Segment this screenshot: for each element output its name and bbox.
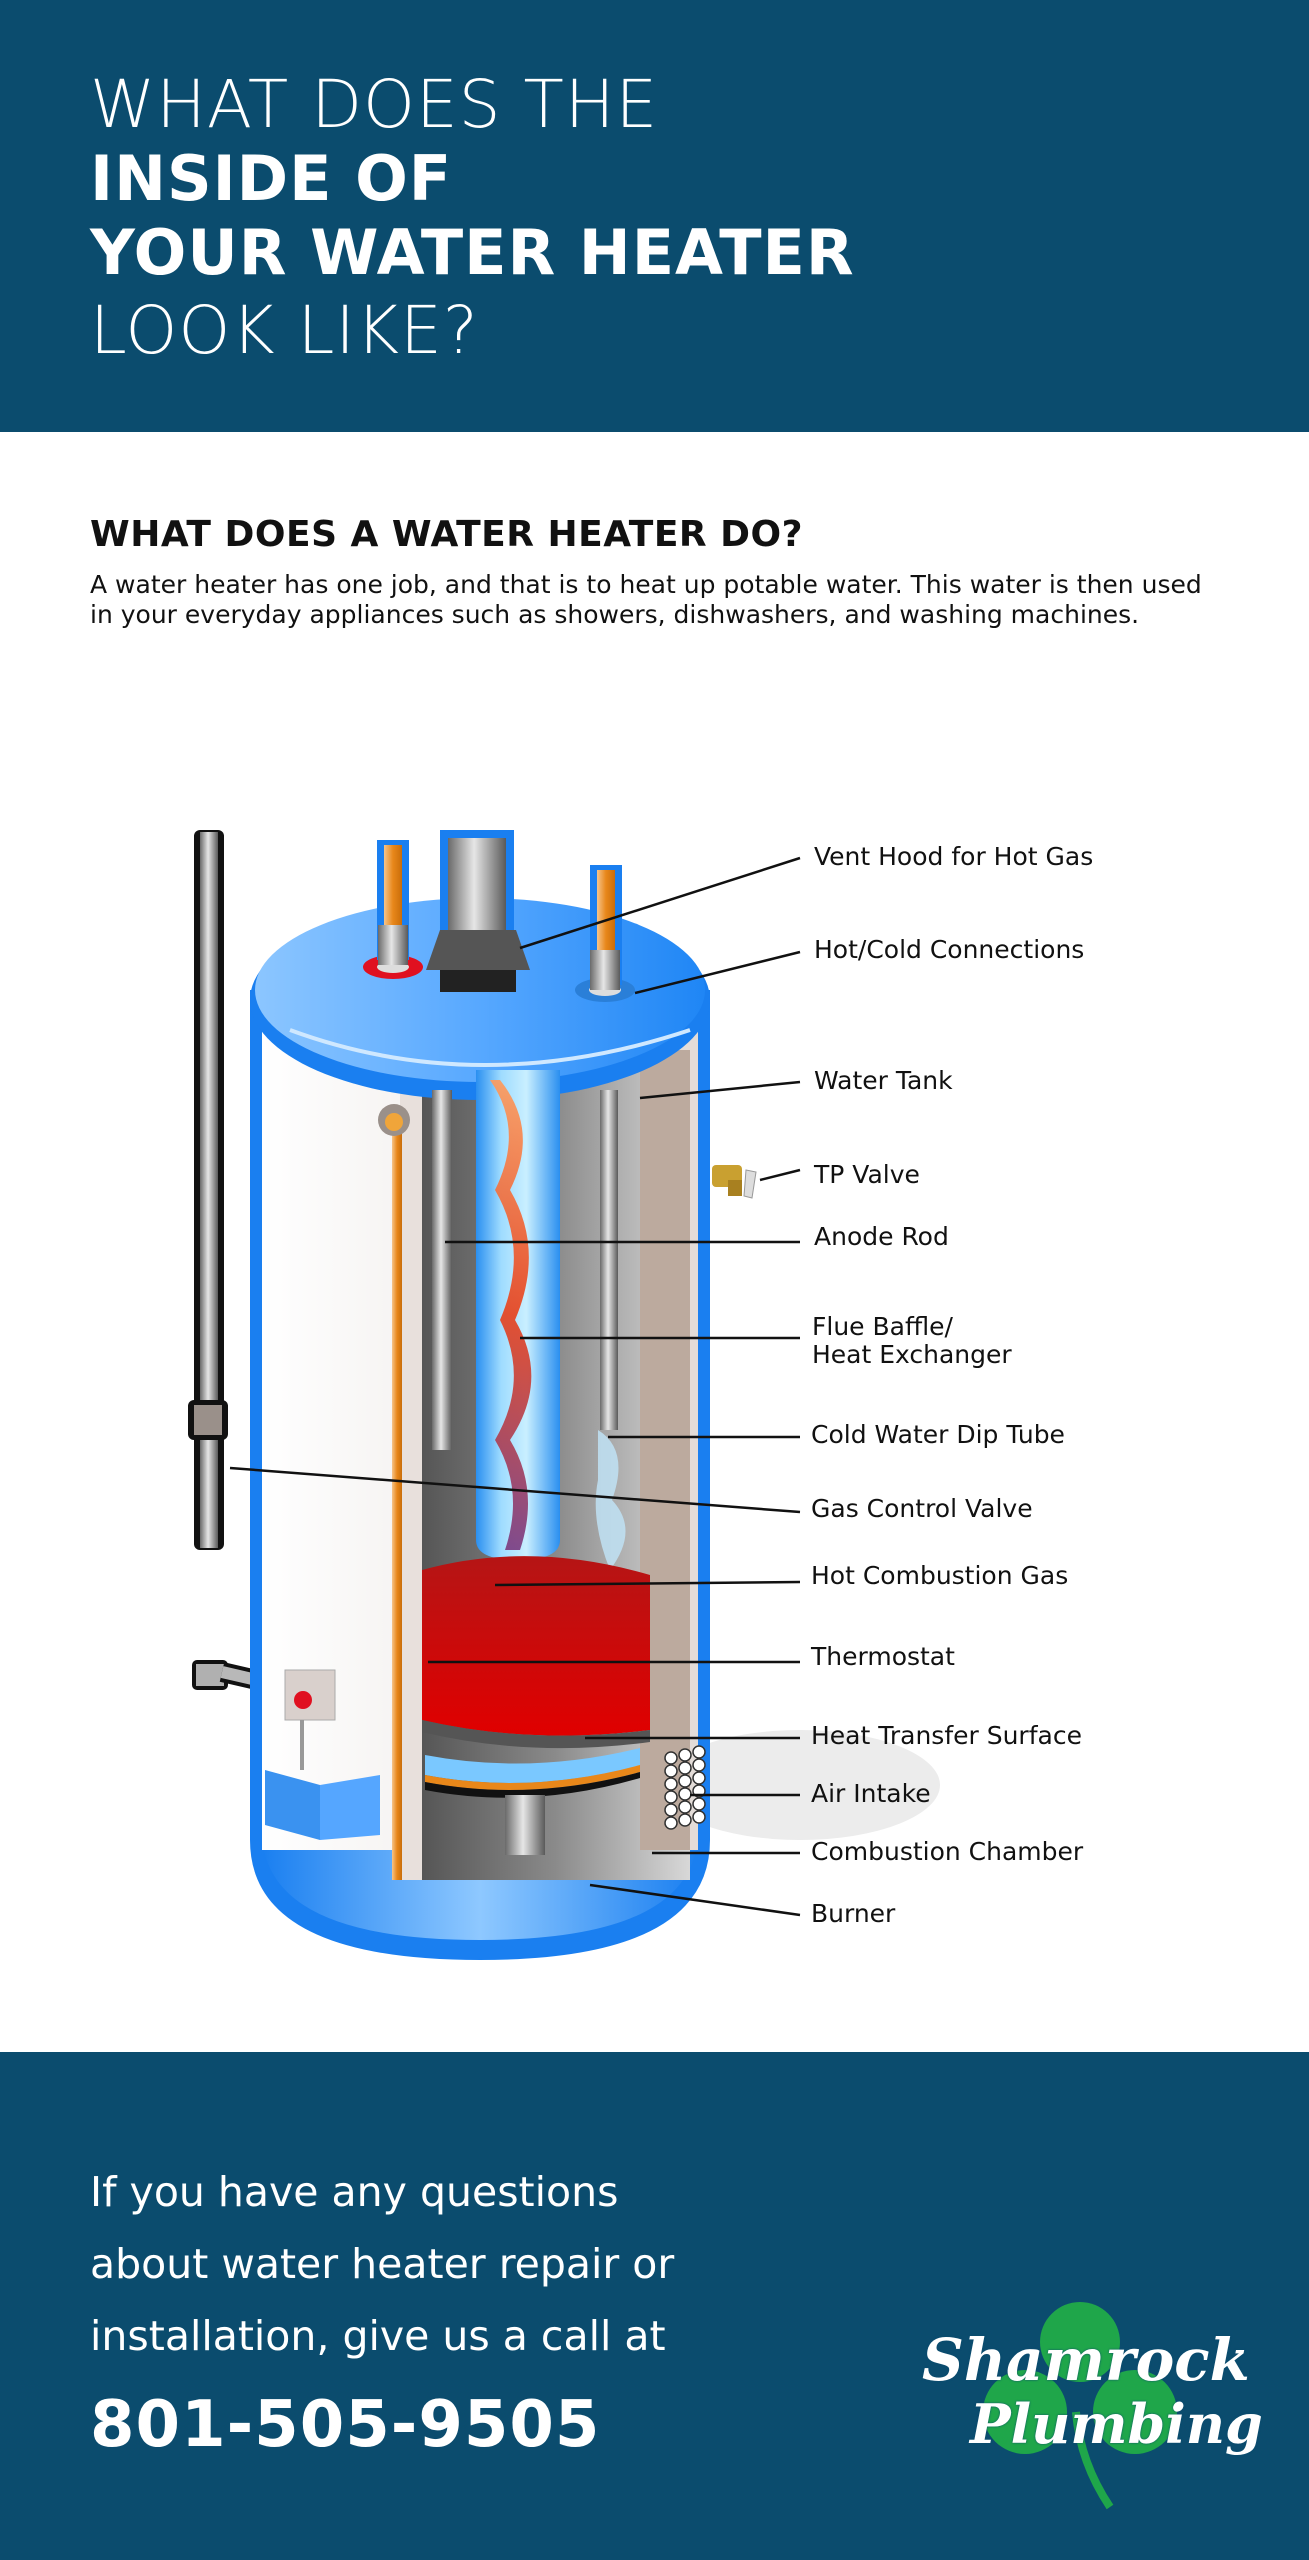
label-thermostat: Thermostat — [811, 1642, 955, 1671]
company-logo: Shamrock Plumbing — [910, 2292, 1263, 2512]
hot-connection — [363, 840, 423, 979]
phone-number[interactable]: 801-505-9505 — [90, 2388, 601, 2462]
air-intake-hole — [664, 1777, 678, 1791]
label-tp-valve: TP Valve — [814, 1160, 920, 1189]
headline-line-2: INSIDE OF — [90, 142, 453, 215]
headline-line-4: LOOK LIKE? — [90, 292, 479, 369]
label-hot-combustion-gas: Hot Combustion Gas — [811, 1561, 1069, 1590]
water-heater-illustration — [188, 830, 940, 1960]
headline-line-1: WHAT DOES THE — [90, 66, 659, 143]
label-flue-baffle: Flue Baffle/ — [812, 1312, 953, 1341]
air-intake-hole — [664, 1803, 678, 1817]
label-water-tank: Water Tank — [814, 1066, 953, 1095]
header-banner: WHAT DOES THE INSIDE OF YOUR WATER HEATE… — [0, 0, 1309, 432]
burner — [425, 1748, 640, 1855]
air-intake-hole — [692, 1771, 706, 1785]
air-intake-hole — [678, 1774, 692, 1788]
air-intake — [664, 1745, 706, 1830]
label-gas-control-valve: Gas Control Valve — [811, 1494, 1033, 1523]
air-intake-hole — [664, 1790, 678, 1804]
air-intake-hole — [692, 1810, 706, 1824]
footer-banner: If you have any questions about water he… — [0, 2052, 1309, 2560]
cta-line-3: installation, give us a call at — [90, 2312, 666, 2360]
leader-water-tank — [639, 1080, 801, 1100]
leader-vent-hood — [519, 856, 801, 950]
leader-hot-combustion-gas — [494, 1580, 801, 1587]
anode-rod — [432, 1090, 452, 1450]
leader-burner — [589, 1883, 801, 1917]
air-intake-hole — [678, 1813, 692, 1827]
air-intake-hole — [664, 1816, 678, 1830]
headline-line-3: YOUR WATER HEATER — [90, 216, 855, 289]
air-intake-hole — [678, 1800, 692, 1814]
label-vent-hood: Vent Hood for Hot Gas — [814, 842, 1094, 871]
label-air-intake: Air Intake — [811, 1779, 931, 1808]
cta-line-2: about water heater repair or — [90, 2240, 675, 2288]
leader-tp-valve — [759, 1168, 801, 1182]
cold-water-dip-tube — [600, 1090, 618, 1430]
logo-word-shamrock: Shamrock — [922, 2326, 1250, 2394]
air-intake-hole — [678, 1787, 692, 1801]
label-cold-water-dip-tube: Cold Water Dip Tube — [811, 1420, 1065, 1449]
label-hot-cold-connections: Hot/Cold Connections — [814, 935, 1085, 964]
air-intake-hole — [664, 1751, 678, 1765]
label-heat-exchanger: Heat Exchanger — [812, 1340, 1012, 1369]
heat-transfer-surface — [422, 1556, 650, 1749]
label-heat-transfer-surface: Heat Transfer Surface — [811, 1721, 1082, 1750]
cold-water-plume — [595, 1430, 626, 1570]
label-combustion-chamber: Combustion Chamber — [811, 1837, 1084, 1866]
leader-hot-cold — [634, 950, 801, 995]
label-burner: Burner — [811, 1899, 896, 1928]
intro-title: WHAT DOES A WATER HEATER DO? — [90, 514, 804, 555]
air-intake-hole — [664, 1764, 678, 1778]
flue-baffle — [476, 1070, 560, 1560]
leader-lines — [229, 856, 801, 1917]
leader-gas-control-valve — [229, 1466, 801, 1514]
cta-line-1: If you have any questions — [90, 2168, 619, 2216]
vent-hood — [426, 830, 530, 992]
label-anode-rod: Anode Rod — [814, 1222, 949, 1251]
intro-body: A water heater has one job, and that is … — [90, 570, 1202, 629]
shamrock-icon — [983, 2302, 1177, 2510]
tp-valve — [712, 1165, 757, 1199]
floor-shadow — [660, 1730, 940, 1840]
water-heater-diagram: Vent Hood for Hot Gas Hot/Cold Connectio… — [0, 800, 1309, 2000]
air-intake-hole — [692, 1797, 706, 1811]
logo-word-plumbing: Plumbing — [970, 2392, 1263, 2456]
air-intake-hole — [678, 1748, 692, 1762]
air-intake-hole — [692, 1745, 706, 1759]
air-intake-hole — [692, 1758, 706, 1772]
thermostat-tube — [392, 1120, 402, 1880]
gas-control-box — [265, 1669, 380, 1840]
air-intake-hole — [678, 1761, 692, 1775]
